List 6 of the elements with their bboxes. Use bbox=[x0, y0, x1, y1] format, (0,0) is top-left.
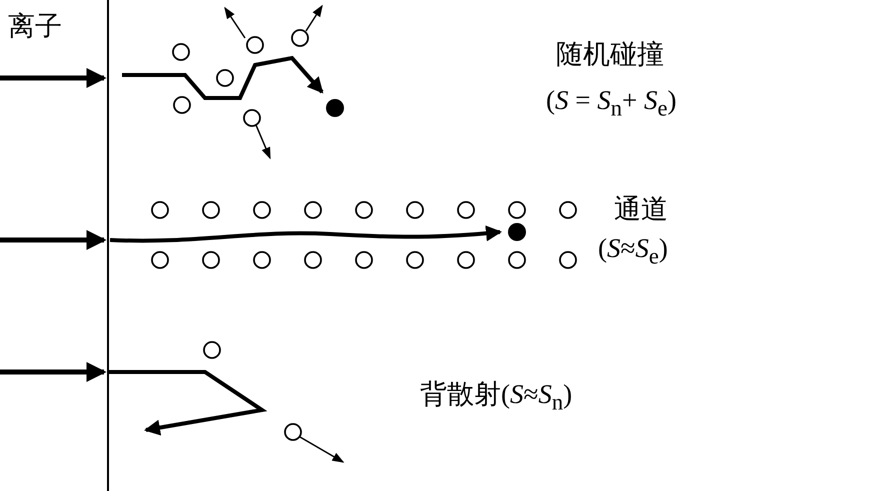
formula-label: (S = S$_{n}$+ S$_{e}$) bbox=[546, 86, 676, 122]
formula-label: (S≈S$_{e}$) bbox=[598, 234, 668, 270]
ion-label: 离子 bbox=[8, 12, 62, 42]
process-label: 背散射(S≈S$_{n}$) bbox=[420, 380, 572, 416]
process-label: 随机碰撞 bbox=[556, 40, 664, 70]
process-label: 通道 bbox=[614, 195, 668, 225]
